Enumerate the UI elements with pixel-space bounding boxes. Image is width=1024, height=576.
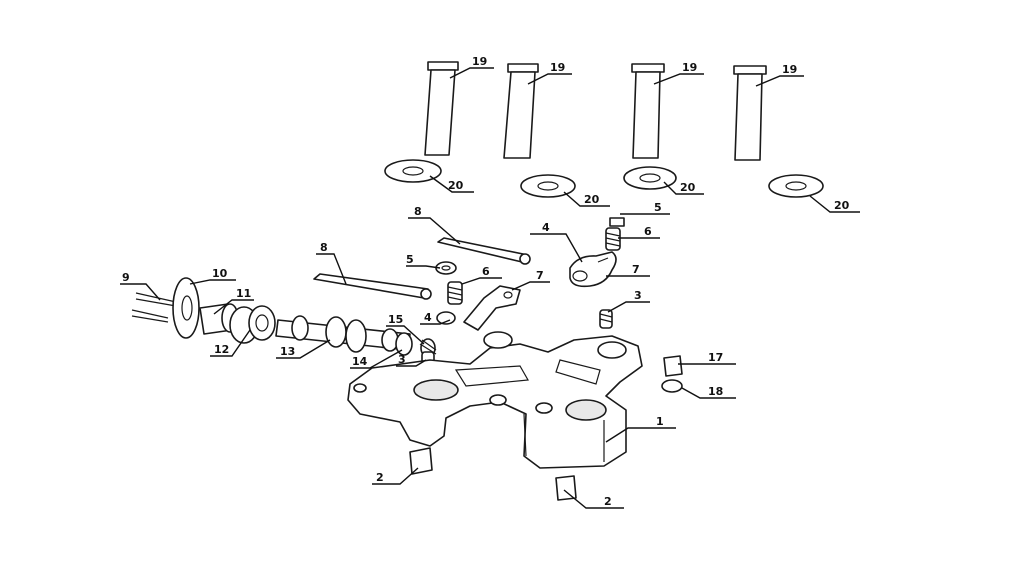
cap-17 [663,355,683,377]
bearing-12 [229,305,276,344]
callout-9: 9 [122,271,130,284]
callout-7-lower: 7 [536,269,544,282]
callout-labels: 19 19 19 19 20 20 20 20 8 4 5 6 7 8 5 6 … [122,55,850,508]
callout-20d: 20 [834,199,850,212]
callout-3-upper: 3 [634,289,642,302]
callout-12: 12 [214,343,229,356]
callout-13: 13 [280,345,295,358]
callout-10: 10 [212,267,228,280]
camshaft-13 [275,315,411,353]
callout-20b: 20 [584,193,600,206]
rocker-shaft-upper [437,237,531,265]
callout-14: 14 [352,355,368,368]
callout-17: 17 [708,351,723,364]
nut-4-lower [436,311,456,325]
dowel-2-right [555,475,577,501]
callout-4-upper: 4 [542,221,550,234]
callout-19d: 19 [782,63,797,76]
leader-lines [120,67,860,509]
callout-19c: 19 [682,61,697,74]
callout-20c: 20 [680,181,696,194]
cylinder-head-housing [347,331,643,469]
callout-19b: 19 [550,61,565,74]
washer-20-4 [768,174,824,198]
callout-7-upper: 7 [632,263,640,276]
callout-2-right: 2 [604,495,612,508]
rocker-shaft-lower [313,273,432,300]
dowel-2-left [409,447,433,475]
callout-8-lower: 8 [320,241,328,254]
callout-6-lower: 6 [482,265,490,278]
callout-3-lower: 3 [398,353,406,366]
callout-6-upper: 6 [644,225,652,238]
callout-1: 1 [656,415,664,428]
washer-20-1 [384,159,442,183]
washer-20-2 [520,174,576,198]
callout-5-upper: 5 [654,201,662,214]
screw-9 [131,292,177,323]
bolt-19-3 [631,63,665,159]
rocker-arm-lower [463,285,521,331]
rocker-arm-upper [569,251,617,288]
bolt-19-4 [733,65,767,161]
callout-15: 15 [388,313,403,326]
screw-upper [609,217,625,227]
callout-20a: 20 [448,179,464,192]
washer-20-3 [623,166,677,190]
seal-14 [395,332,413,356]
spring-upper [605,227,621,251]
callout-18: 18 [708,385,723,398]
callout-5-lower: 5 [406,253,414,266]
sprocket-10 [172,277,200,339]
bolt-19-1 [424,61,459,156]
callout-8-upper: 8 [414,205,422,218]
callout-11: 11 [236,287,251,300]
spring-lower [447,281,463,305]
callout-2-left: 2 [376,471,384,484]
callout-19a: 19 [472,55,487,68]
washer-18 [661,379,683,393]
callout-4-lower: 4 [424,311,432,324]
valve-spring-3-right [599,309,613,329]
bolt-19-2 [503,63,539,159]
